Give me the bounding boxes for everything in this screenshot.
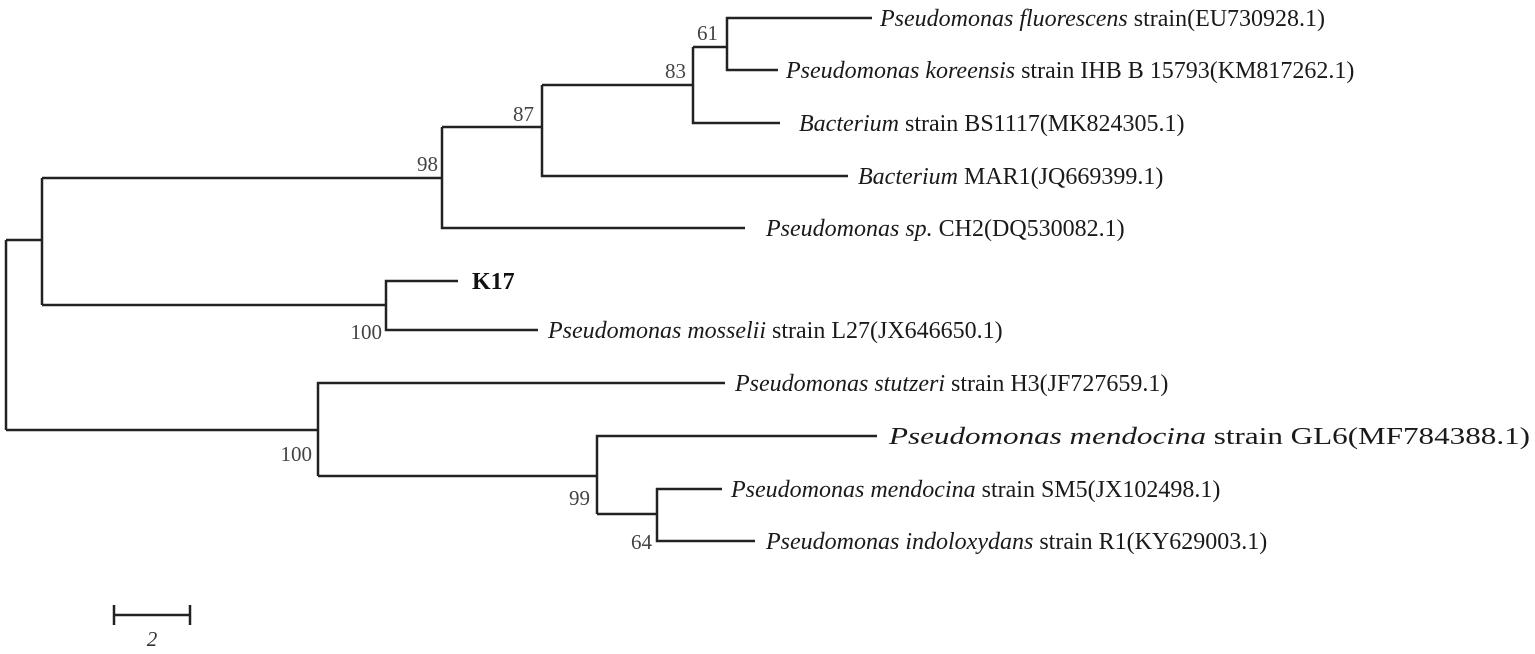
- branch-node-100-k17: [42, 279, 538, 332]
- bootstrap-value: 99: [569, 486, 590, 510]
- leaf-labels: Pseudomonas fluorescens strain(EU730928.…: [472, 6, 1530, 555]
- leaf-label: Pseudomonas sp. CH2(DQ530082.1): [765, 216, 1125, 242]
- leaf-label: Pseudomonas mendocina strain GL6(MF78438…: [888, 424, 1530, 450]
- bootstrap-value: 64: [631, 530, 653, 554]
- tree-branches: [4, 16, 877, 543]
- bootstrap-value: 100: [281, 442, 313, 466]
- leaf-label: Bacterium strain BS1117(MK824305.1): [799, 111, 1185, 137]
- scale-bar-line: [112, 605, 192, 625]
- branch-lower-clade: [6, 381, 725, 476]
- bootstrap-value: 100: [351, 320, 383, 344]
- bootstrap-value: 61: [697, 21, 718, 45]
- branch-node-61: [693, 16, 872, 72]
- branch-node-64: [597, 487, 755, 543]
- leaf-label-k17: K17: [472, 269, 515, 295]
- branch-node-99: [318, 434, 877, 514]
- branch-node-98: [42, 127, 745, 230]
- bootstrap-value: 98: [417, 152, 438, 176]
- branch-node-87: [442, 85, 848, 178]
- scale-bar-label: 2: [147, 627, 158, 651]
- leaf-label: Pseudomonas indoloxydans strain R1(KY629…: [765, 529, 1267, 555]
- bootstrap-value: 87: [513, 102, 534, 126]
- leaf-label: Pseudomonas stutzeri strain H3(JF727659.…: [734, 371, 1168, 397]
- scale-bar: 2: [112, 605, 192, 651]
- leaf-label: Bacterium MAR1(JQ669399.1): [858, 164, 1163, 190]
- branch-upper-clade: [6, 178, 44, 305]
- bootstrap-values: 61 83 87 98 100 100 99 64: [281, 21, 719, 554]
- leaf-label: Pseudomonas koreensis strain IHB B 15793…: [785, 58, 1354, 84]
- branch-node-83: [542, 47, 780, 125]
- leaf-label: Pseudomonas fluorescens strain(EU730928.…: [879, 6, 1325, 32]
- leaf-label: Pseudomonas mosselii strain L27(JX646650…: [547, 318, 1003, 344]
- leaf-label: Pseudomonas mendocina strain SM5(JX10249…: [730, 477, 1220, 503]
- bootstrap-value: 83: [665, 59, 686, 83]
